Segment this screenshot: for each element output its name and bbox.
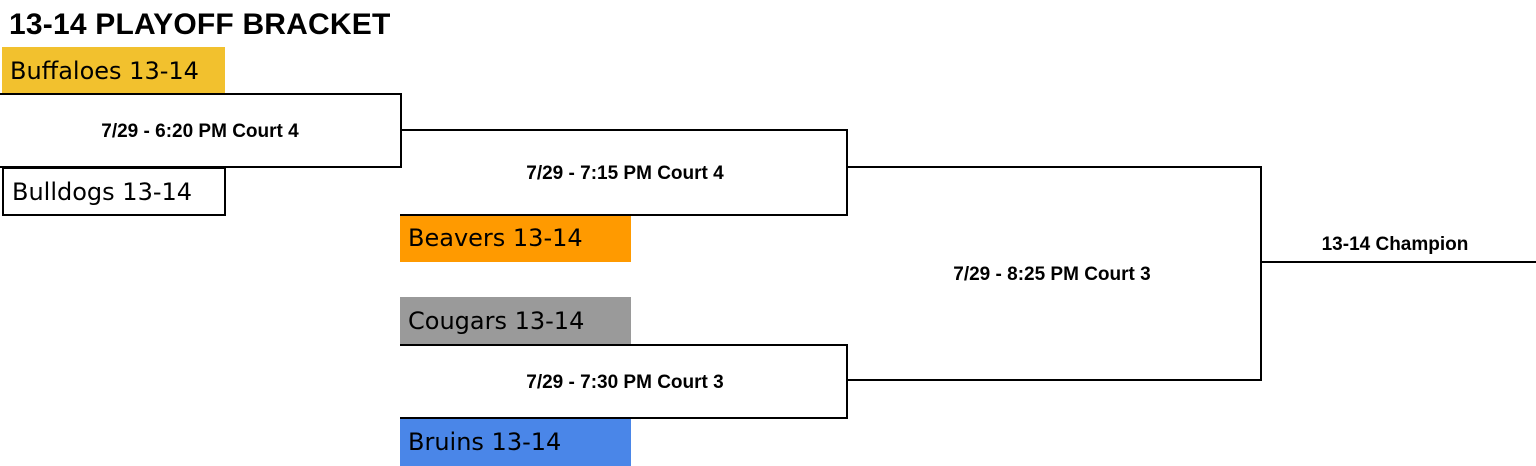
- bracket-line: [846, 344, 848, 419]
- game-label-final: 7/29 - 8:25 PM Court 3: [953, 264, 1151, 285]
- game-label-round1: 7/29 - 6:20 PM Court 4: [101, 121, 299, 142]
- game-label-semifinal-bottom: 7/29 - 7:30 PM Court 3: [526, 372, 724, 393]
- team-buffaloes: Buffaloes 13-14: [2, 47, 225, 94]
- team-bulldogs: Bulldogs 13-14: [2, 167, 226, 216]
- bracket-line: [0, 93, 402, 95]
- bracket-line: [846, 129, 848, 216]
- bracket-line: [400, 344, 848, 346]
- team-cougars: Cougars 13-14: [400, 297, 631, 345]
- bracket-line: [400, 214, 848, 216]
- bracket-line: [846, 166, 1262, 168]
- game-label-semifinal-top: 7/29 - 7:15 PM Court 4: [526, 163, 724, 184]
- champion-label: 13-14 Champion: [1321, 234, 1469, 255]
- bracket-line: [1260, 261, 1536, 263]
- team-bruins: Bruins 13-14: [400, 418, 631, 466]
- bracket-line: [400, 417, 848, 419]
- bracket-line: [1260, 166, 1262, 381]
- bracket-line: [846, 379, 1262, 381]
- team-beavers: Beavers 13-14: [400, 214, 631, 262]
- bracket-line: [400, 129, 848, 131]
- bracket-title: 13-14 PLAYOFF BRACKET: [9, 8, 391, 41]
- bracket-line: [0, 166, 402, 168]
